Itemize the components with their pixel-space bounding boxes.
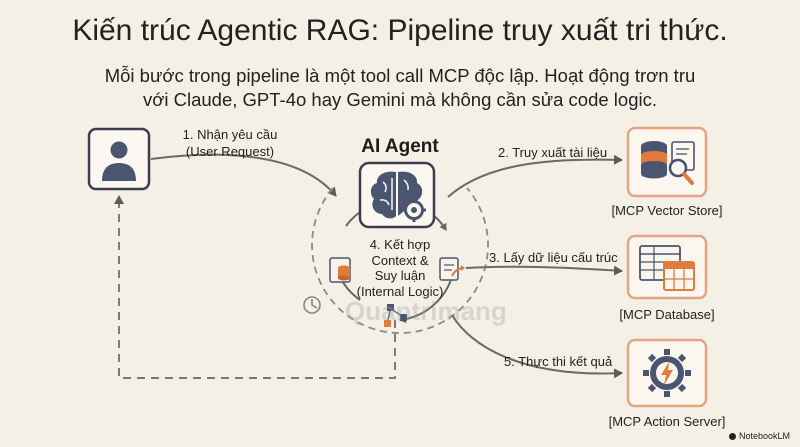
step-1-line-1: 1. Nhận yêu cầu bbox=[182, 127, 278, 142]
page-subtitle: Mỗi bước trong pipeline là một tool call… bbox=[0, 64, 800, 112]
user-card bbox=[87, 127, 151, 191]
step-1-label: 1. Nhận yêu cầu (User Request) bbox=[170, 126, 290, 160]
action-server-card bbox=[626, 338, 708, 408]
step-2-label: 2. Truy xuất tài liệu bbox=[498, 145, 608, 160]
subtitle-line-1: Mỗi bước trong pipeline là một tool call… bbox=[104, 65, 696, 86]
database-card bbox=[626, 234, 708, 300]
database-search-icon bbox=[641, 141, 695, 185]
step-1-line-2: (User Request) bbox=[185, 144, 275, 159]
user-icon bbox=[102, 141, 136, 181]
agent-card bbox=[358, 161, 436, 229]
vector-store-card bbox=[626, 126, 708, 198]
arrow-agent-to-database bbox=[465, 265, 623, 276]
action-server-label: [MCP Action Server] bbox=[608, 414, 726, 429]
step-4-line-1: 4. Kết hợp bbox=[369, 237, 431, 252]
page-title: Kiến trúc Agentic RAG: Pipeline truy xuấ… bbox=[72, 14, 728, 47]
arrow-agent-to-action-server bbox=[451, 314, 623, 379]
brand-text: NotebookLM bbox=[738, 431, 790, 441]
network-nodes-icon bbox=[384, 304, 407, 327]
agent-cycle bbox=[303, 187, 489, 334]
subtitle-line-2: với Claude, GPT-4o hay Gemini mà không c… bbox=[143, 89, 657, 110]
document-share-icon bbox=[439, 257, 465, 281]
gear-lightning-icon bbox=[643, 349, 691, 397]
step-5-label: 5. Thực thi kết quả bbox=[504, 354, 613, 369]
brain-gear-icon bbox=[370, 171, 426, 222]
arrow-user-to-agent bbox=[150, 153, 337, 197]
step-4-line-4: (Internal Logic) bbox=[356, 283, 444, 299]
database-label: [MCP Database] bbox=[619, 307, 715, 322]
vector-store-label: [MCP Vector Store] bbox=[611, 203, 723, 218]
table-icon bbox=[639, 245, 695, 291]
agent-title: AI Agent bbox=[361, 136, 439, 157]
notebooklm-brand: NotebookLM bbox=[728, 431, 790, 441]
notebooklm-logo-icon bbox=[728, 433, 736, 440]
refresh-icon bbox=[303, 296, 321, 314]
database-small-icon bbox=[329, 257, 351, 283]
watermark: Quantrimang bbox=[345, 296, 507, 326]
return-loop-dashed bbox=[114, 195, 396, 379]
step-4-label: 4. Kết hợp Context & Suy luận (Internal … bbox=[342, 237, 458, 299]
arrow-agent-to-vector-store bbox=[447, 154, 623, 198]
step-4-line-3: Suy luận bbox=[374, 268, 426, 283]
step-3-label: 3. Lấy dữ liệu cấu trúc bbox=[489, 250, 618, 265]
step-4-line-2: Context & bbox=[371, 252, 429, 268]
